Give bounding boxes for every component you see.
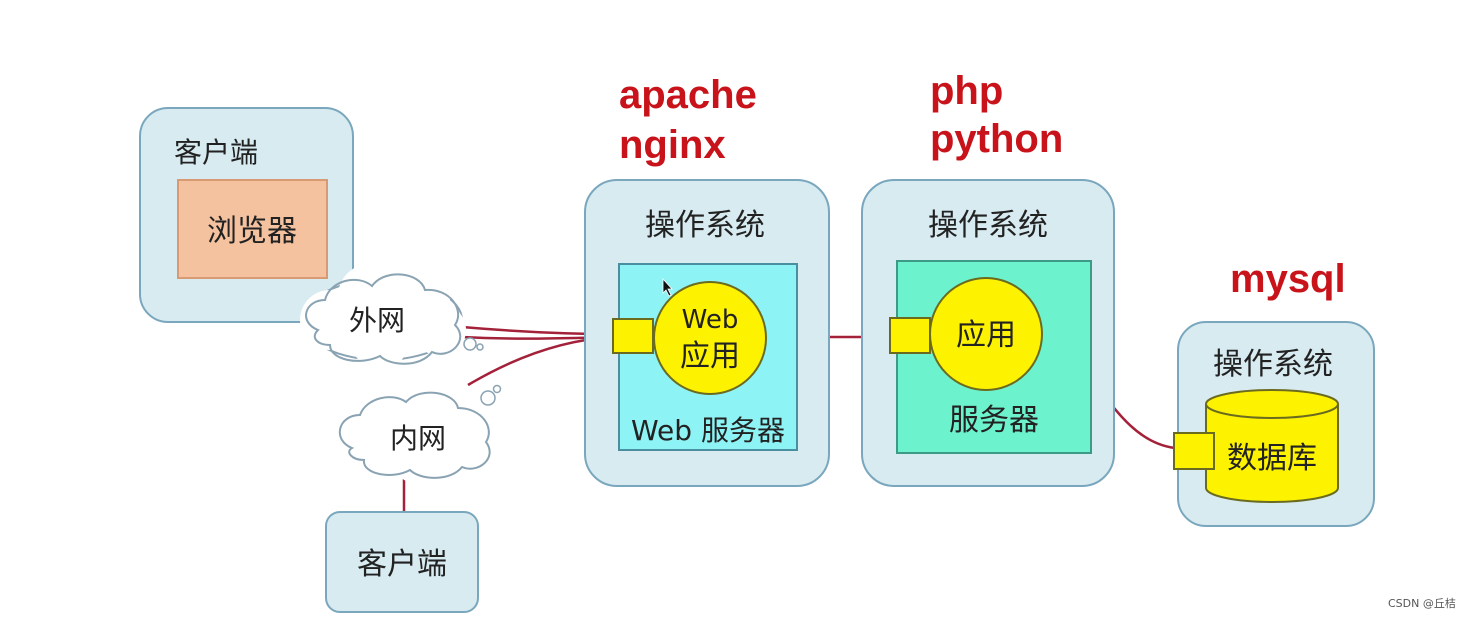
- browser-label: 浏览器: [207, 214, 297, 249]
- web-server-label: Web 服务器: [631, 414, 785, 447]
- db-server-os-label: 操作系统: [1213, 347, 1333, 382]
- cloud-external-label: 外网: [349, 304, 405, 337]
- app-server: php python 操作系统 应用 服务器: [861, 69, 1115, 487]
- app-server-tech-line2: python: [930, 117, 1063, 161]
- web-app-line2: 应用: [680, 339, 740, 374]
- app-server-port: [889, 317, 931, 354]
- web-server-tech-line2: nginx: [619, 123, 726, 167]
- db-server-port: [1173, 432, 1215, 470]
- app-server-label: 服务器: [949, 403, 1039, 438]
- database-label: 数据库: [1227, 441, 1317, 476]
- cloud-external: 外网: [300, 264, 484, 370]
- client-bottom-box: [325, 511, 479, 613]
- web-server-os-label: 操作系统: [645, 208, 765, 243]
- database-cylinder-body: [1205, 404, 1339, 503]
- cloud-internal-label: 内网: [390, 422, 446, 455]
- web-app-circle: [653, 281, 767, 395]
- app-circle: [929, 277, 1043, 391]
- client-bottom-title: 客户端: [357, 547, 447, 582]
- client-bottom: 客户端: [325, 511, 479, 613]
- app-server-tech-line1: php: [930, 69, 1003, 113]
- client-top-title: 客户端: [174, 136, 258, 169]
- database-cylinder-top: [1205, 389, 1339, 419]
- browser-box: [177, 179, 328, 279]
- web-server-port: [612, 318, 654, 354]
- app-circle-label: 应用: [956, 318, 1016, 353]
- web-server: apache nginx 操作系统 Web 应用 Web 服务器: [584, 73, 830, 487]
- app-server-os-label: 操作系统: [928, 208, 1048, 243]
- watermark: CSDN @丘桔: [1388, 597, 1456, 610]
- web-app-line1: Web: [682, 305, 739, 335]
- db-server: mysql 操作系统 数据库: [1173, 257, 1375, 527]
- cloud-internal: 内网: [338, 380, 502, 484]
- web-server-tech-line1: apache: [619, 73, 757, 117]
- client-top: 客户端 浏览器: [139, 107, 354, 323]
- db-server-tech: mysql: [1230, 257, 1346, 301]
- cursor-icon: [662, 277, 673, 297]
